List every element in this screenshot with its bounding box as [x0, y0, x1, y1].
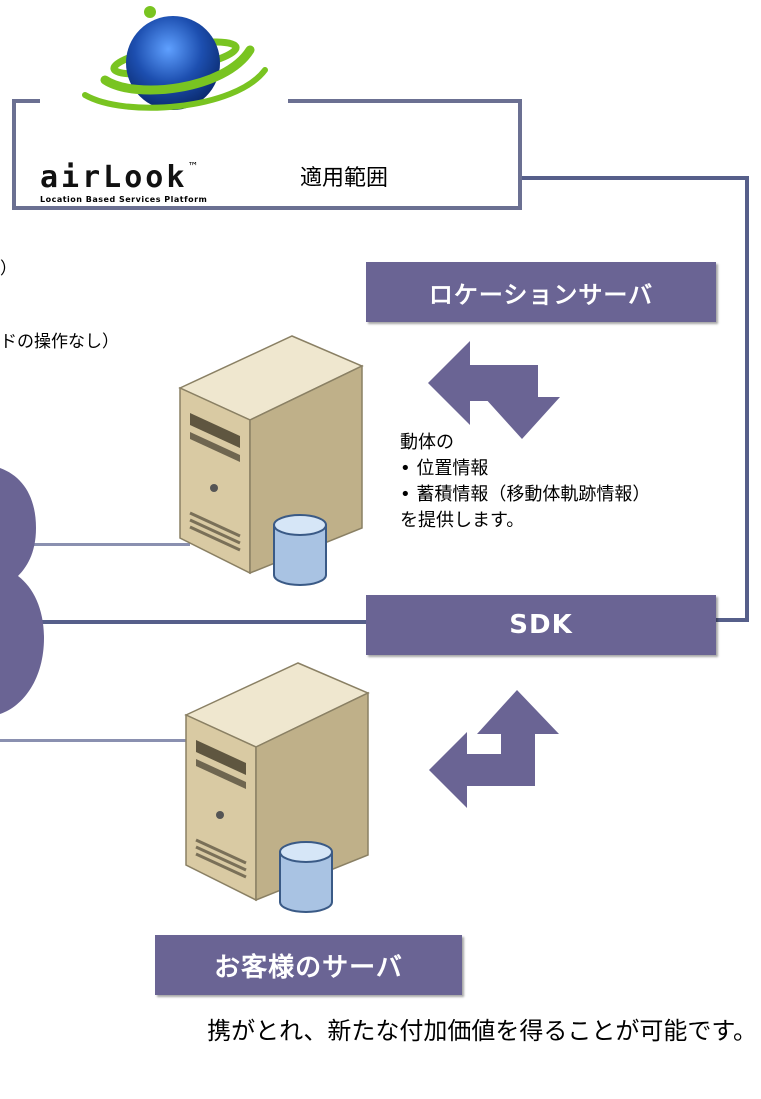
frame-mid-left [0, 620, 368, 624]
partial-paren: ） [0, 259, 17, 279]
database-icon-upper [273, 514, 327, 586]
connector-lower [0, 739, 200, 742]
connector-upper [30, 543, 190, 546]
brand-text: airLook [40, 160, 188, 195]
info-line1: 動体の [400, 432, 454, 453]
globe-logo-icon [82, 6, 268, 111]
arrow-icon [428, 341, 560, 439]
brand-wordmark: airLook™ [40, 160, 198, 195]
sdk-label: SDK [366, 595, 716, 655]
brand-tagline: Location Based Services Platform [40, 195, 208, 204]
customer-server-label: お客様のサーバ [155, 935, 462, 995]
frame-top-right [519, 176, 749, 180]
arrow-icon-lower [429, 690, 559, 808]
server-icon-lower [184, 662, 370, 902]
info-line4: を提供します。 [400, 510, 525, 531]
info-bullet2: • 蓄積情報（移動体軌跡情報） [400, 484, 651, 505]
frame-right [745, 176, 749, 622]
info-bullet1: • 位置情報 [400, 458, 489, 479]
footer-text-content: 携がとれ、新たな付加価値を得ることが可能です。 [207, 1017, 757, 1045]
trademark: ™ [187, 160, 199, 173]
cloud-shape [0, 468, 44, 714]
database-icon-lower [279, 841, 333, 913]
scope-title: 適用範囲 [300, 166, 389, 191]
location-server-label: ロケーションサーバ [366, 262, 716, 322]
partial-operation-text: ドの操作なし） [0, 332, 119, 352]
frame-mid-right [716, 618, 749, 622]
